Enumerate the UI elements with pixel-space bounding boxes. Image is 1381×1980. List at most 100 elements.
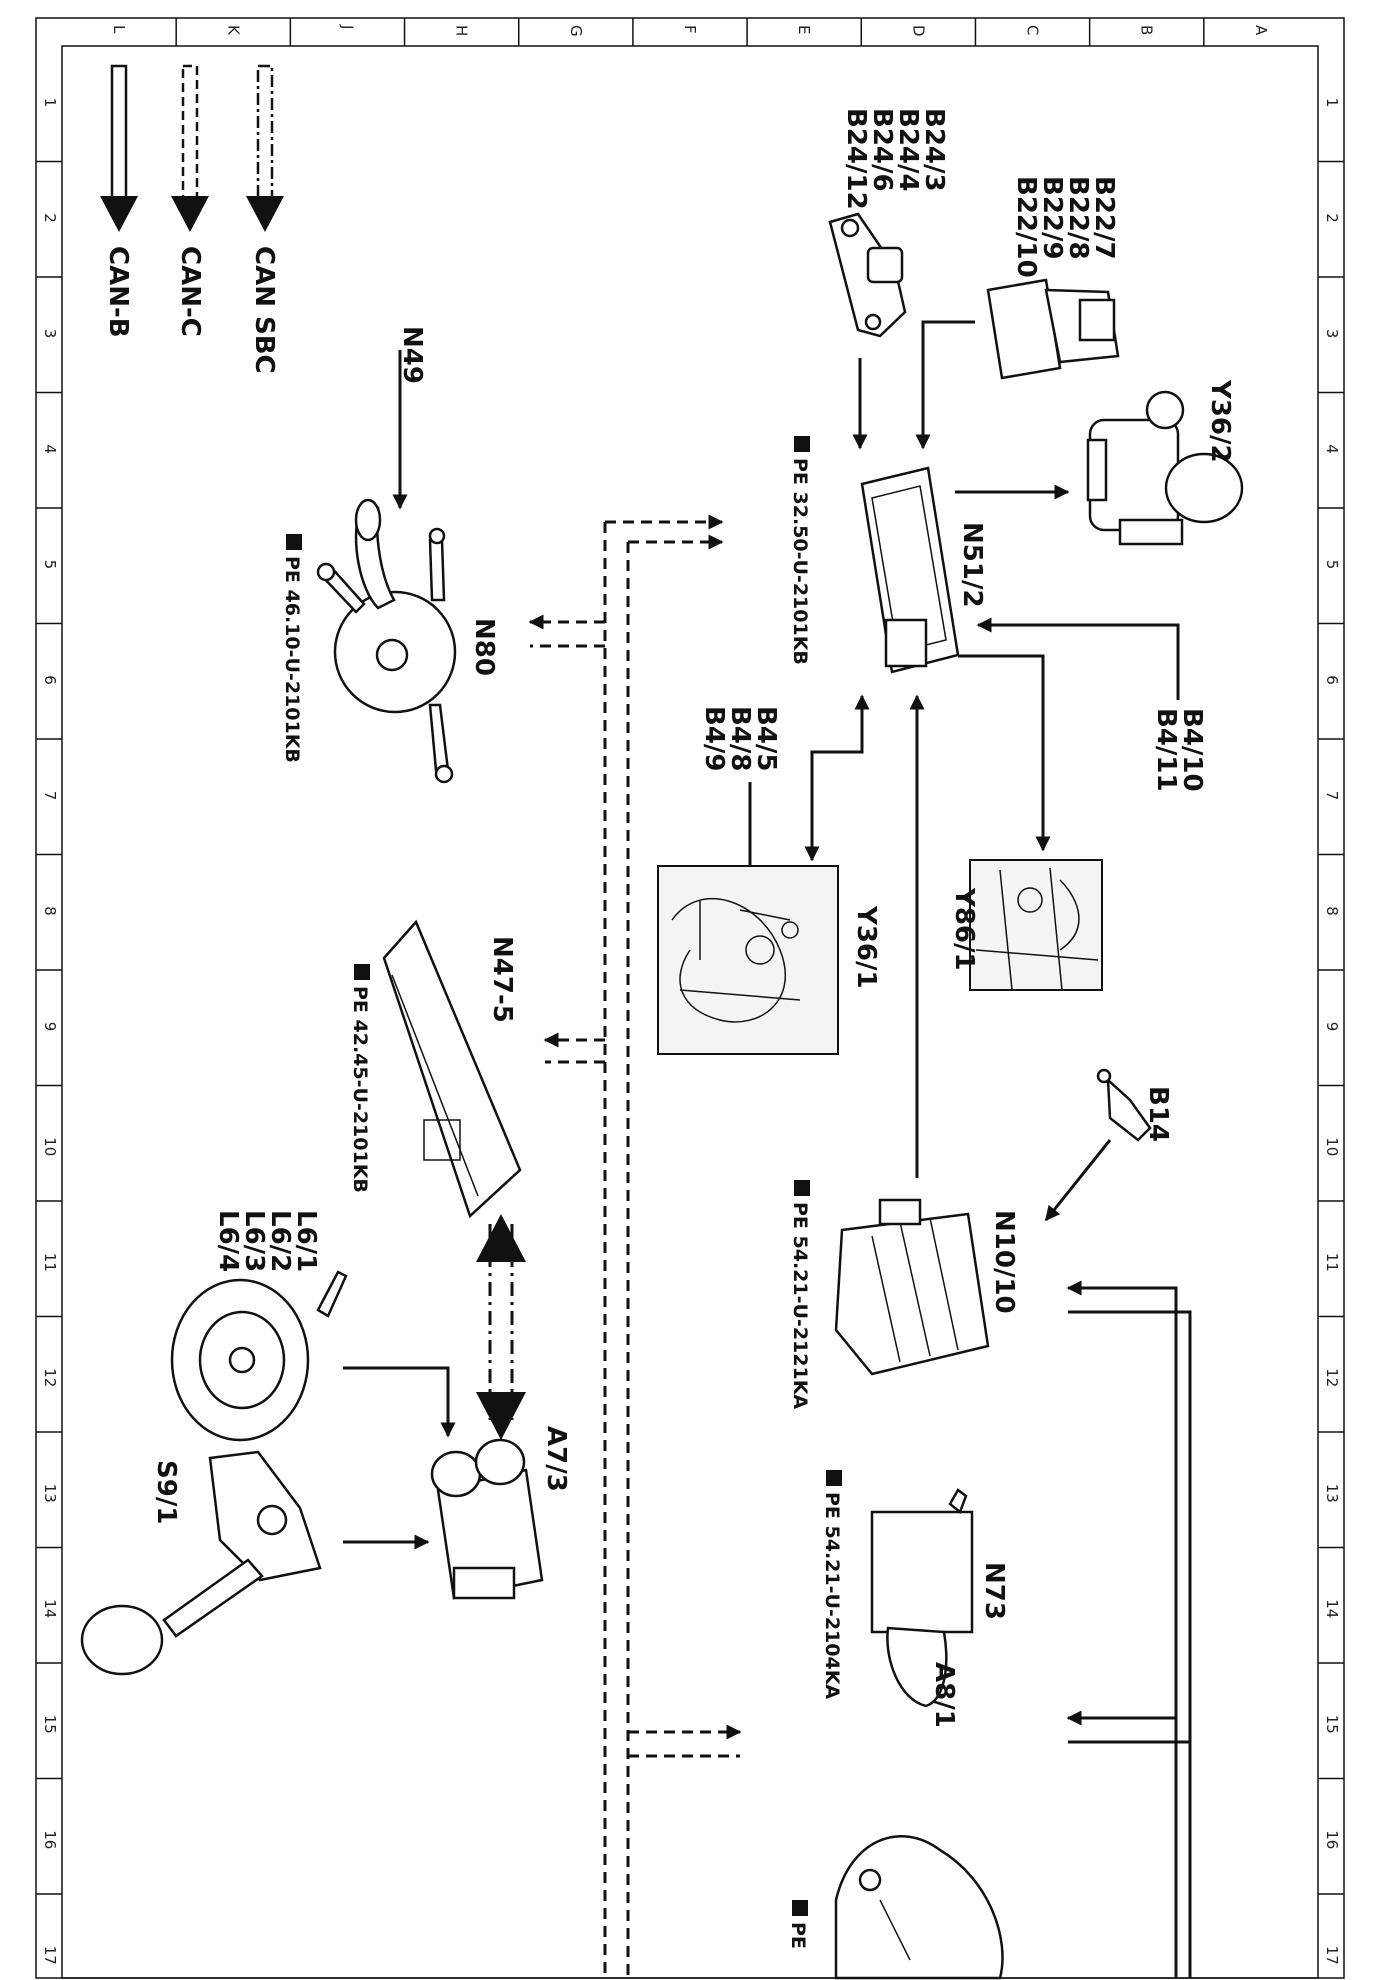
a7-3-hydraulic-unit-illustration [430, 1438, 544, 1600]
grid-row-label: 2 [41, 213, 59, 223]
ref-n73: PE 54.21-U-2104KA [821, 1470, 843, 1699]
grid-row-label: 2 [1323, 213, 1341, 223]
n10-10-sam-illustration [834, 1198, 990, 1376]
grid-row-label: 6 [1323, 675, 1341, 685]
label-l6-1: L6/1 [291, 1210, 321, 1272]
b22-sensor-illustration [986, 278, 1120, 380]
s9-1-brake-pedal-illustration [80, 1450, 322, 1676]
grid-column-label: C [1024, 25, 1042, 35]
label-b4-10: B4/10 [1177, 708, 1207, 792]
grid-row-label: 3 [41, 329, 59, 339]
ref-n10-10: PE 54.21-U-2121KA [789, 1180, 811, 1409]
b14-sensor-illustration [1096, 1068, 1152, 1142]
grid-row-label: 10 [41, 1137, 59, 1156]
label-b4-9: B4/9 [699, 706, 729, 772]
label-l6-2: L6/2 [265, 1210, 295, 1272]
legend-can-c-arrow [171, 64, 209, 232]
label-b22-9: B22/9 [1037, 176, 1067, 260]
ref-n47-5-text: PE 42.45-U-2101KB [349, 986, 371, 1193]
label-b22-10: B22/10 [1011, 176, 1041, 278]
legend-can-c-label: CAN-C [175, 246, 205, 337]
label-b24-6: B24/6 [867, 108, 897, 192]
grid-row-label: 5 [41, 560, 59, 570]
grid-row-label: 16 [41, 1830, 59, 1849]
n51-2-control-unit-illustration [860, 466, 960, 674]
grid-row-label: 4 [41, 444, 59, 454]
label-y86-1: Y86/1 [949, 887, 979, 971]
l6-wheel-speed-sensor-illustration [170, 1270, 348, 1442]
label-b14: B14 [1143, 1086, 1173, 1142]
y86-1-photo-illustration [969, 859, 1103, 991]
grid-row-label: 17 [41, 1946, 59, 1965]
drawing-frame [35, 17, 1345, 1979]
grid-row-label: 9 [1323, 1022, 1341, 1032]
grid-row-label: 12 [41, 1368, 59, 1387]
ref-n47-5: PE 42.45-U-2101KB [349, 964, 371, 1193]
ref-n80-text: PE 46.10-U-2101KB [281, 556, 303, 763]
label-y36-1: Y36/1 [851, 905, 881, 989]
legend-can-b-arrow [100, 64, 138, 232]
ref-n73-text: PE 54.21-U-2104KA [821, 1492, 843, 1699]
instrument-cluster-illustration [834, 1834, 1004, 1980]
label-b22-7: B22/7 [1089, 176, 1119, 260]
label-a8-1: A8/1 [929, 1662, 959, 1728]
grid-row-label: 3 [1323, 329, 1341, 339]
grid-row-label: 7 [41, 791, 59, 801]
grid-column-label: E [795, 25, 813, 34]
legend: CAN-B CAN-C CAN SBC [100, 64, 284, 374]
ref-bottom: PE [787, 1900, 809, 1949]
label-b24-12: B24/12 [841, 108, 871, 210]
y36-2-valve-illustration [1086, 390, 1244, 546]
wiring [343, 320, 1192, 1978]
label-n10-10: N10/10 [989, 1210, 1019, 1314]
label-n49: N49 [397, 326, 427, 384]
label-b4-5: B4/5 [751, 706, 781, 772]
ref-n10-10-text: PE 54.21-U-2121KA [789, 1202, 811, 1409]
grid-row-label: 10 [1323, 1137, 1341, 1156]
grid-row-label: 9 [41, 1022, 59, 1032]
label-l6-3: L6/3 [239, 1210, 269, 1272]
label-s9-1: S9/1 [151, 1460, 181, 1524]
grid-column-label: F [681, 25, 699, 34]
label-b4-8: B4/8 [725, 706, 755, 772]
label-group-b4-5: B4/5 B4/8 B4/9 [699, 706, 781, 772]
grid-row-label: 14 [41, 1599, 59, 1618]
grid-column-label: H [453, 25, 471, 36]
labels: N49 N80 N47-5 N51/2 Y36/2 Y36/1 Y86/1 B1… [151, 108, 1235, 1949]
grid-row-label: 1 [41, 98, 59, 108]
label-n73: N73 [979, 1562, 1009, 1620]
grid-row-label: 13 [1323, 1484, 1341, 1503]
grid-row-label: 14 [1323, 1599, 1341, 1618]
grid-row-label: 5 [1323, 560, 1341, 570]
ref-n80: PE 46.10-U-2101KB [281, 534, 303, 763]
grid-row-label: 12 [1323, 1368, 1341, 1387]
n47-5-esp-control-unit-illustration [382, 919, 522, 1219]
grid-row-label: 13 [41, 1484, 59, 1503]
grid-row-label: 6 [41, 675, 59, 685]
label-y36-2: Y36/2 [1205, 379, 1235, 463]
grid-row-label: 4 [1323, 444, 1341, 454]
label-group-l6: L6/1 L6/2 L6/3 L6/4 [213, 1210, 321, 1272]
grid-column-label: D [909, 25, 927, 37]
grid-column-label: J [338, 24, 356, 29]
grid-row-label: 1 [1323, 98, 1341, 108]
legend-can-sbc-arrow [246, 64, 284, 232]
ref-bottom-text: PE [787, 1922, 809, 1949]
y36-1-photo-illustration [657, 865, 839, 1055]
grid-row-label: 16 [1323, 1830, 1341, 1849]
grid-row-label: 7 [1323, 791, 1341, 801]
b24-sensor-illustration [828, 212, 907, 338]
n80-steering-column-module-illustration [316, 498, 457, 784]
grid-column-label: K [224, 25, 242, 36]
legend-can-b-label: CAN-B [103, 246, 133, 338]
grid-row-label: 8 [41, 906, 59, 916]
label-n51-2: N51/2 [957, 522, 987, 608]
grid-row-label: 17 [1323, 1946, 1341, 1965]
label-group-b22: B22/7 B22/8 B22/9 B22/10 [1011, 176, 1119, 278]
grid-row-label: 11 [41, 1253, 59, 1272]
grid-row-label: 8 [1323, 906, 1341, 916]
grid-column-label: A [1252, 25, 1270, 36]
label-l6-4: L6/4 [213, 1210, 243, 1272]
